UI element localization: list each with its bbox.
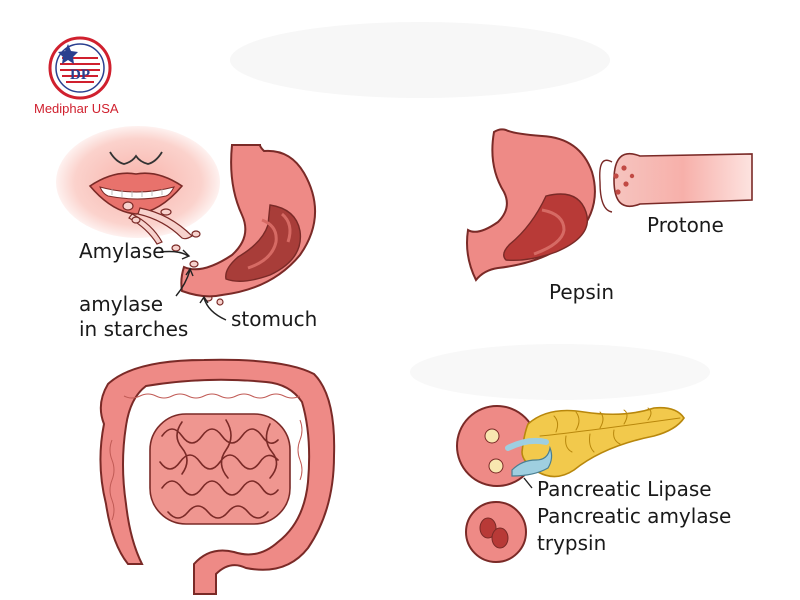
label-pancreatic-lipase: Pancreatic Lipase xyxy=(537,477,712,501)
mouth-illustration xyxy=(56,126,220,238)
background-blob xyxy=(230,22,610,98)
label-amylase: Amylase xyxy=(79,239,165,263)
label-trypsin: trypsin xyxy=(537,531,607,555)
intestines-illustration xyxy=(99,358,336,595)
food-stream xyxy=(122,201,224,306)
brand-logo-icon: DP xyxy=(48,36,112,100)
label-pepsin: Pepsin xyxy=(549,280,614,304)
background-blob xyxy=(410,344,710,400)
pointer-arrows xyxy=(159,249,227,321)
intestine-tube-illustration xyxy=(599,152,753,213)
stomach-illustration-left xyxy=(180,144,316,298)
brand-name: Mediphar USA xyxy=(34,101,119,116)
stomach-illustration-right xyxy=(466,128,596,282)
label-stomach: stomuch xyxy=(231,307,318,331)
label-pancreatic-amylase: Pancreatic amylase xyxy=(537,504,732,528)
label-protone: Protone xyxy=(647,213,724,237)
brand-monogram: DP xyxy=(70,67,90,83)
pancreas-illustration xyxy=(456,405,685,563)
label-amylase-starches-line2: in starches xyxy=(79,317,189,341)
label-amylase-starches-line1: amylase xyxy=(79,292,164,316)
